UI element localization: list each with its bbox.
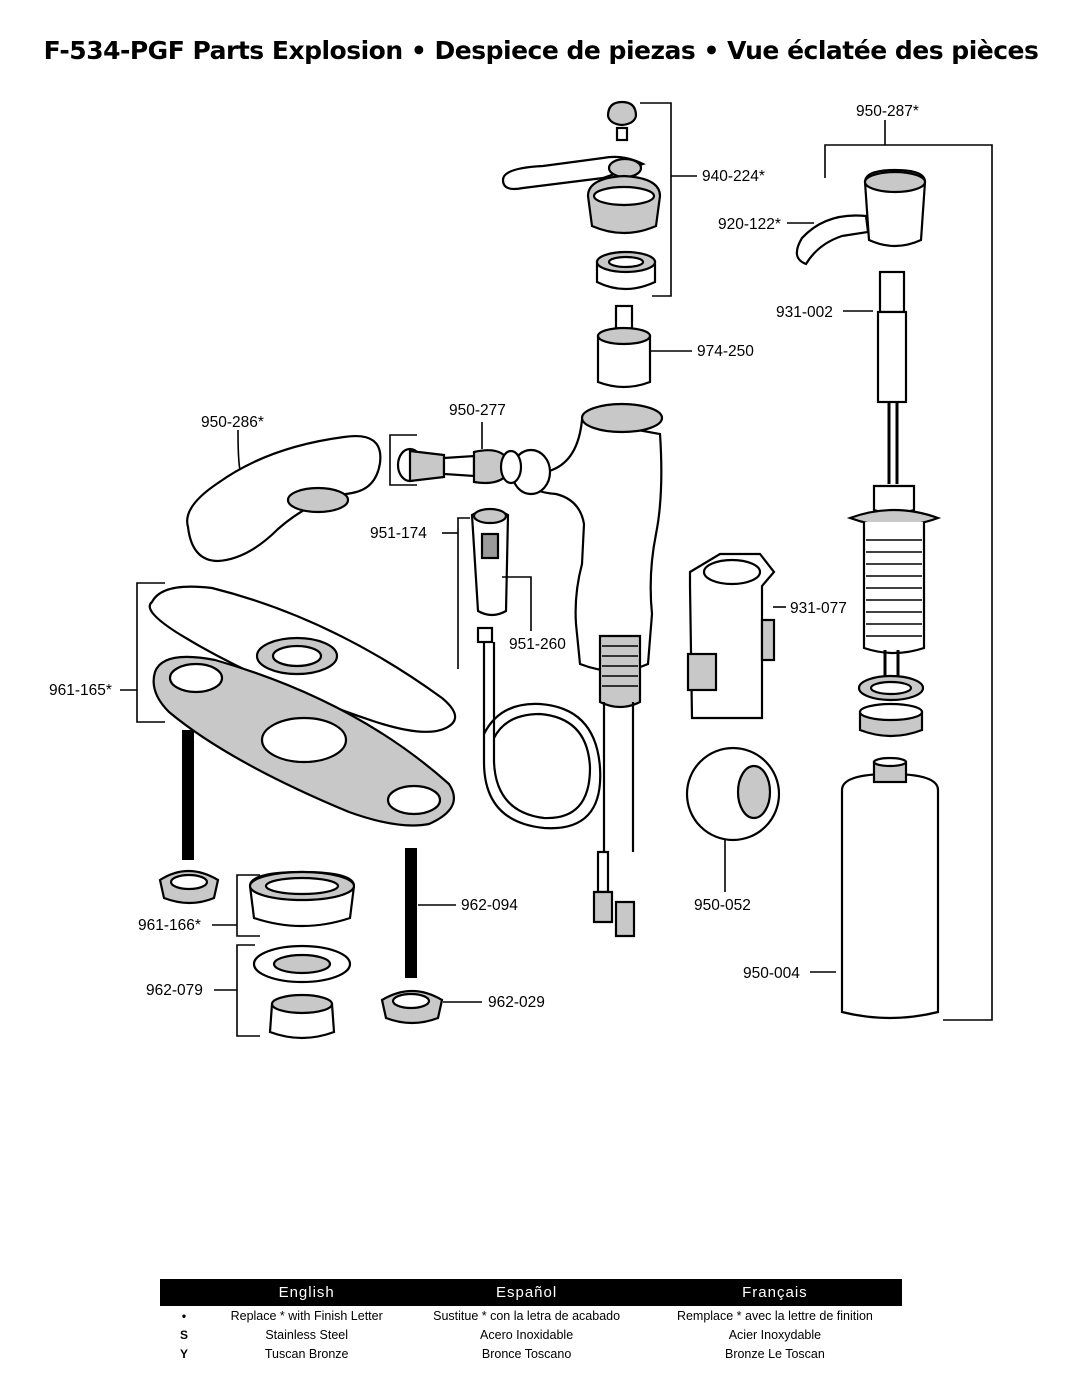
legend-key: S bbox=[179, 1327, 188, 1342]
legend-header-row: English Español Français bbox=[160, 1279, 902, 1306]
cartridge bbox=[596, 304, 652, 389]
legend-spanish: Acero Inoxidable bbox=[480, 1327, 574, 1342]
mounting-bolt-right bbox=[380, 848, 444, 1025]
handle-assembly bbox=[501, 100, 662, 291]
soap-dispenser bbox=[795, 168, 942, 1020]
label-950-287: 950-287* bbox=[856, 103, 919, 120]
label-920-122: 920-122* bbox=[718, 216, 781, 233]
parts-explosion-diagram: 940-224* 974-250 950-277 950-286* bbox=[49, 100, 993, 1040]
legend-english: Stainless Steel bbox=[265, 1327, 349, 1342]
label-961-165: 961-165* bbox=[49, 682, 112, 699]
label-962-029: 962-029 bbox=[488, 994, 545, 1011]
hose-connector bbox=[396, 447, 523, 485]
legend-header-english: English bbox=[208, 1279, 406, 1306]
legend-french: Remplace * avec la lettre de finition bbox=[676, 1308, 873, 1323]
faucet-body bbox=[510, 402, 664, 938]
label-951-260: 951-260 bbox=[509, 636, 566, 653]
label-962-079: 962-079 bbox=[146, 982, 203, 999]
spray-mount-parts bbox=[248, 870, 356, 1040]
legend-row: Y Tuscan Bronze Bronce Toscano Bronze Le… bbox=[160, 1344, 902, 1363]
check-valve bbox=[470, 507, 510, 644]
mounting-bolt-left bbox=[158, 730, 220, 905]
escutcheon-plate bbox=[148, 585, 457, 827]
legend-row: S Stainless Steel Acero Inoxidable Acier… bbox=[160, 1325, 902, 1344]
legend-header-spanish: Español bbox=[405, 1279, 648, 1306]
label-931-002: 931-002 bbox=[776, 304, 833, 321]
label-950-277: 950-277 bbox=[449, 402, 506, 419]
label-974-250: 974-250 bbox=[697, 343, 754, 360]
legend-header-french: Français bbox=[647, 1279, 902, 1306]
legend-key: • bbox=[181, 1308, 187, 1323]
legend-french: Bronze Le Toscan bbox=[724, 1346, 825, 1361]
label-931-077: 931-077 bbox=[790, 600, 847, 617]
label-940-224: 940-224* bbox=[702, 168, 765, 185]
label-951-174: 951-174 bbox=[370, 525, 427, 542]
legend-french: Acier Inoxydable bbox=[728, 1327, 822, 1342]
label-950-004: 950-004 bbox=[743, 965, 800, 982]
legend-spanish: Bronce Toscano bbox=[481, 1346, 572, 1361]
label-961-166: 961-166* bbox=[138, 917, 201, 934]
label-950-052: 950-052 bbox=[694, 897, 751, 914]
legend-english: Tuscan Bronze bbox=[264, 1346, 349, 1361]
label-950-286: 950-286* bbox=[201, 414, 264, 431]
finish-legend-table: English Español Français • Replace * wit… bbox=[160, 1279, 902, 1363]
legend-key: Y bbox=[179, 1346, 188, 1361]
spray-hose bbox=[482, 642, 602, 830]
mounting-bracket bbox=[686, 552, 776, 720]
page-title: F-534-PGF Parts Explosion • Despiece de … bbox=[43, 36, 1039, 65]
legend-english: Replace * with Finish Letter bbox=[230, 1308, 383, 1323]
legend-row: • Replace * with Finish Letter Sustitue … bbox=[160, 1306, 902, 1325]
weight-ball bbox=[685, 746, 781, 842]
legend-key-header bbox=[160, 1279, 208, 1306]
label-962-094: 962-094 bbox=[461, 897, 518, 914]
spray-head bbox=[186, 434, 382, 563]
legend-spanish: Sustitue * con la letra de acabado bbox=[433, 1308, 621, 1323]
